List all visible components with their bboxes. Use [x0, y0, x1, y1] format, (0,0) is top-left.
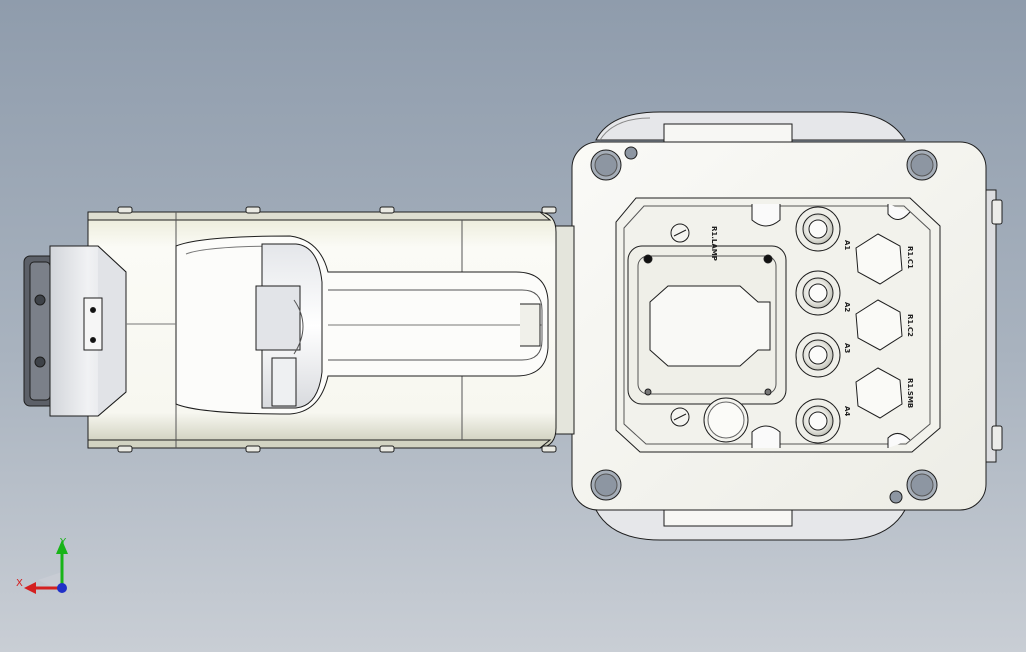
connector-c2	[855, 299, 903, 351]
robot-arm	[87, 206, 575, 453]
x-axis-arrow	[24, 582, 36, 594]
label-signal: R1.SMB	[906, 378, 914, 408]
air-ports	[795, 206, 841, 444]
air-port-a1	[795, 206, 841, 252]
label-a2: A2	[843, 302, 851, 312]
label-a1: A1	[843, 240, 851, 250]
x-axis-label: X	[16, 578, 23, 589]
air-port-a3	[795, 332, 841, 378]
label-lamp: R1.LAMP	[710, 226, 718, 261]
connector-c1	[855, 233, 903, 285]
z-axis-dot	[57, 583, 67, 593]
robot-wrist	[23, 245, 176, 417]
air-port-a4	[795, 398, 841, 444]
y-axis-arrow	[56, 540, 68, 554]
label-a4: A4	[843, 406, 851, 416]
connector-sockets	[855, 233, 903, 419]
connector-signal	[855, 367, 903, 419]
robot-base	[571, 111, 1003, 541]
label-a3: A3	[843, 343, 851, 353]
label-c2: R1.C2	[906, 314, 914, 337]
axis-triad: Y X	[16, 537, 68, 594]
label-c1: R1.C1	[906, 246, 914, 269]
port-labels: R1.LAMP R1.C1 R1.C2 R1.SMB A1 A2 A3 A4	[710, 226, 914, 416]
y-axis-label: Y	[59, 537, 67, 548]
air-port-a2	[795, 270, 841, 316]
